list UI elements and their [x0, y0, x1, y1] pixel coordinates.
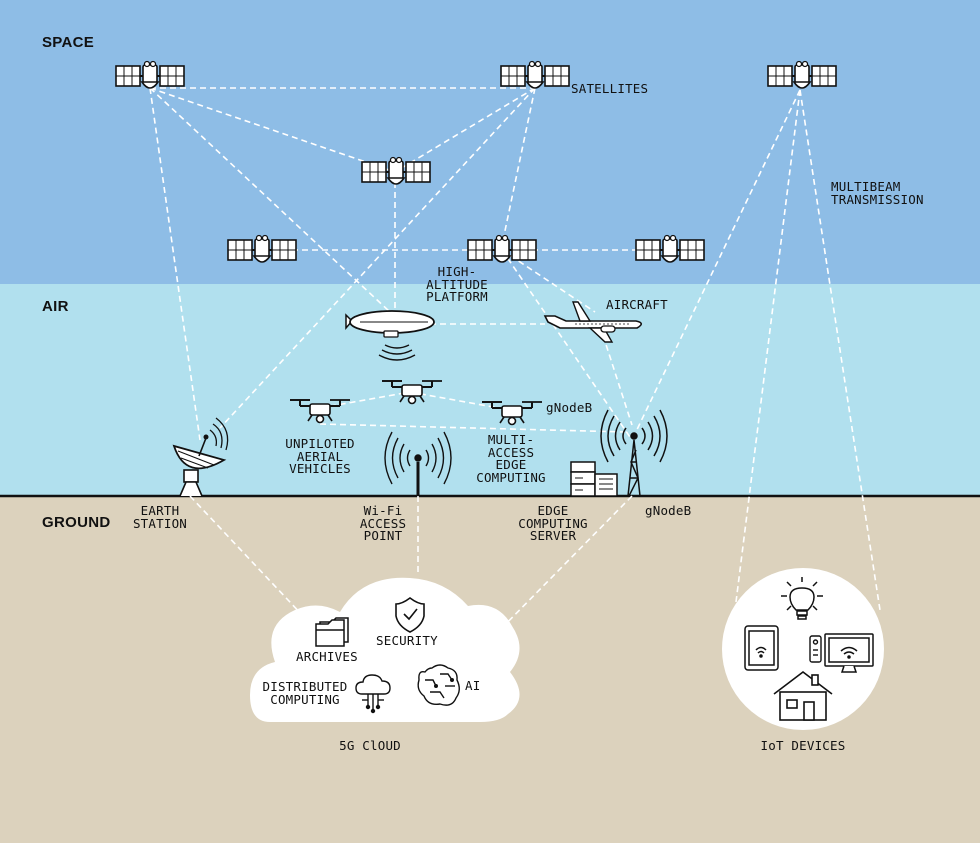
monitor-icon [824, 633, 874, 673]
remote-icon [809, 635, 822, 663]
folder-icon [315, 617, 349, 647]
satellite-icon [767, 60, 837, 89]
house-icon [773, 670, 833, 721]
satellite-icon [500, 60, 570, 89]
cloud-label: 5G ClOUD [339, 738, 401, 753]
airplane-icon [543, 301, 643, 343]
distributed-label: DISTRIBUTED COMPUTING [262, 679, 348, 707]
archives-label: ARCHIVES [296, 649, 358, 664]
iot-circle [722, 568, 884, 730]
shield-icon [395, 597, 425, 633]
iot-label: IoT DEVICES [760, 738, 846, 753]
ai-label: AI [465, 678, 481, 693]
earth-station-label: EARTH STATION [132, 503, 188, 531]
security-label: SECURITY [376, 633, 438, 648]
hap-label: HIGH- ALTITUDE PLATFORM [426, 264, 488, 304]
satellite-icon [227, 234, 297, 263]
zone-label-air: AIR [42, 298, 69, 315]
airship-icon [345, 310, 435, 361]
aircraft-label: AIRCRAFT [606, 297, 668, 312]
edge-server-label: EDGE COMPUTING SERVER [518, 503, 588, 543]
space-band [0, 0, 980, 284]
server-icon [570, 461, 618, 497]
satellites-label: SATELLITES [571, 81, 649, 96]
brain-icon [417, 664, 460, 706]
wifi-ap-label: Wi-Fi ACCESS POINT [359, 503, 407, 543]
link-lines [149, 87, 881, 641]
satellite-icon [467, 234, 537, 263]
zone-label-space: SPACE [42, 34, 95, 51]
lightbulb-icon [781, 577, 823, 620]
cloud-network-icon [355, 674, 391, 714]
wifi-antenna-icon [384, 431, 452, 496]
satellite-icon [635, 234, 705, 263]
tablet-icon [744, 625, 779, 671]
satellite-icon [361, 156, 431, 185]
multibeam-label: MULTIBEAM TRANSMISSION [831, 179, 924, 207]
zone-label-ground: GROUND [42, 514, 111, 531]
air-band [0, 284, 980, 496]
gnodeb-tower-label: gNodeB [645, 503, 692, 518]
satellite-icon [115, 60, 185, 89]
uav-label: UNPILOTED AERIAL VEHICLES [285, 436, 355, 476]
mec-label: MULTI- ACCESS EDGE COMPUTING [476, 432, 546, 485]
gnodeb-drone-label: gNodeB [546, 400, 593, 415]
dish-icon [172, 417, 229, 497]
cell-tower-icon [600, 409, 668, 497]
